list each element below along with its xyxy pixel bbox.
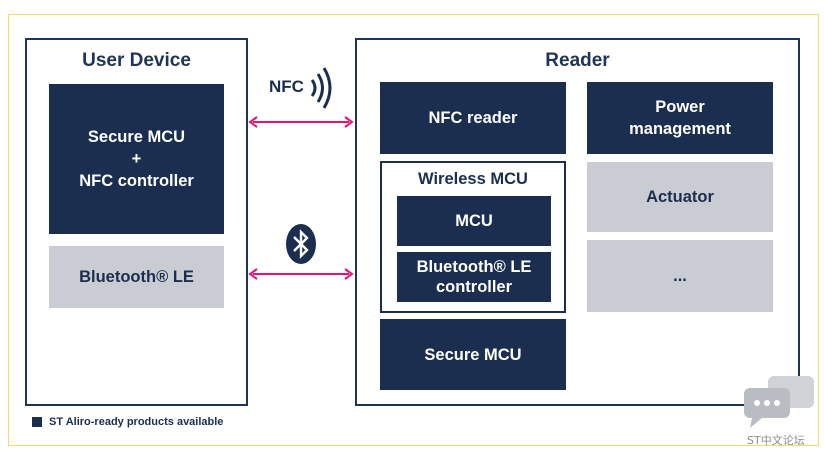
nfc-waves-icon xyxy=(310,67,332,109)
bluetooth-le-controller-label-1: Bluetooth® LE xyxy=(416,258,532,276)
nfc-label: NFC xyxy=(269,77,304,96)
additional-components-block: ... xyxy=(587,240,773,312)
management-label: management xyxy=(629,120,731,138)
secure-mcu-nfc-controller-block: Secure MCU + NFC controller xyxy=(49,84,224,234)
chat-bubbles-watermark-icon xyxy=(744,376,814,428)
user-device-panel: User Device Secure MCU + NFC controller … xyxy=(25,38,248,406)
nfc-reader-label: NFC reader xyxy=(428,109,518,127)
legend-text: ST Aliro-ready products available xyxy=(49,416,224,428)
legend-swatch xyxy=(32,417,42,427)
watermark-text: ST中文论坛 xyxy=(747,434,805,447)
actuator-block: Actuator xyxy=(587,162,773,232)
wireless-mcu-title: Wireless MCU xyxy=(418,170,528,188)
bluetooth-icon xyxy=(286,224,316,264)
mcu-block: MCU xyxy=(397,196,551,246)
power-label: Power xyxy=(655,98,705,116)
nfc-controller-label: NFC controller xyxy=(79,172,194,190)
plus-label: + xyxy=(131,150,142,168)
bluetooth-le-controller-block: Bluetooth® LE controller xyxy=(397,252,551,302)
bluetooth-link-arrow xyxy=(248,268,354,280)
bluetooth-le-label: Bluetooth® LE xyxy=(79,268,194,286)
legend: ST Aliro-ready products available xyxy=(32,416,223,428)
user-device-title: User Device xyxy=(82,50,191,71)
mcu-label: MCU xyxy=(455,212,493,230)
reader-secure-mcu-block: Secure MCU xyxy=(380,319,566,390)
reader-secure-mcu-label: Secure MCU xyxy=(424,345,522,364)
reader-title: Reader xyxy=(545,50,610,71)
nfc-reader-block: NFC reader xyxy=(380,82,566,154)
nfc-link-arrow xyxy=(248,116,354,128)
power-management-block: Power management xyxy=(587,82,773,154)
bluetooth-le-controller-label-2: controller xyxy=(435,278,513,296)
actuator-label: Actuator xyxy=(646,188,714,206)
secure-mcu-label: Secure MCU xyxy=(87,128,186,146)
bluetooth-le-block: Bluetooth® LE xyxy=(49,246,224,308)
ellipsis-label: ... xyxy=(673,267,687,285)
